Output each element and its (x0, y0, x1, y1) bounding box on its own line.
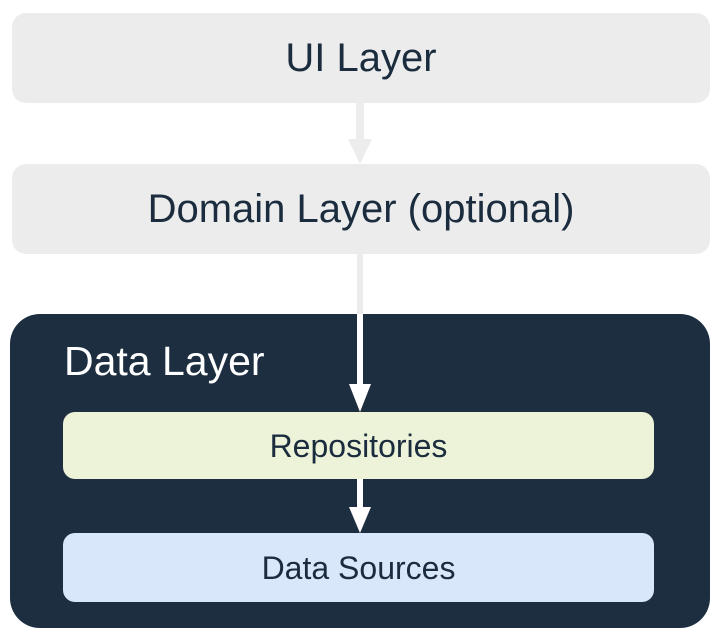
node-repositories: Repositories (63, 412, 654, 479)
arrow-head (349, 507, 371, 533)
arrow-domain-to-repositories-icon (349, 254, 371, 412)
arrow-head (349, 384, 371, 412)
data-layer-label: Data Layer (64, 338, 265, 384)
ui-layer-label: UI Layer (285, 36, 437, 80)
node-ui-layer: UI Layer (12, 13, 710, 103)
repositories-label: Repositories (269, 427, 448, 464)
node-data-sources: Data Sources (63, 533, 654, 602)
arrow-head (348, 139, 372, 164)
node-domain-layer: Domain Layer (optional) (12, 164, 710, 254)
arrow-repositories-to-data-sources-icon (349, 479, 371, 533)
data-sources-label: Data Sources (261, 549, 456, 586)
arrow-ui-to-domain-icon (348, 103, 372, 164)
domain-layer-label: Domain Layer (optional) (147, 187, 575, 231)
